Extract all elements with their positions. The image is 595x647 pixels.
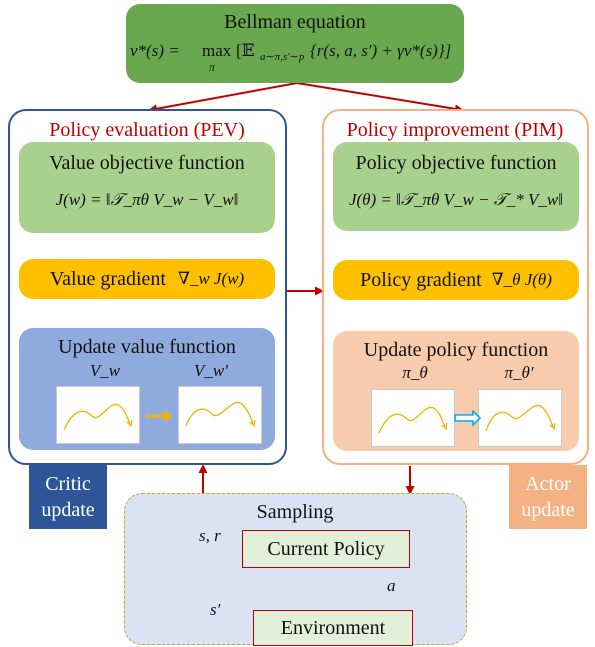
pev-gradient-box: Value gradient ∇_w J(w) — [19, 259, 275, 299]
pev-objective-formula: J(w) = ‖𝒯_πθ V_w − V_w‖ — [55, 190, 239, 209]
sampling-label-a: a — [387, 576, 396, 595]
pim-update-arrow-icon — [454, 410, 481, 426]
pim-panel: Policy improvement (PIM) Policy objectiv… — [322, 109, 589, 465]
bellman-box: Bellman equation v*(s) = max π [𝔼 a∼π,s′… — [126, 4, 464, 83]
pev-objective-title: Value objective function — [49, 151, 245, 174]
bellman-formula: v*(s) = max π [𝔼 a∼π,s′∼p {r(s, a, s′) +… — [126, 36, 464, 78]
bellman-title: Bellman equation — [224, 10, 366, 33]
bellman-lhs: v*(s) = — [130, 41, 180, 60]
pim-curve-plot-before — [371, 389, 455, 447]
pev-title: Policy evaluation (PEV) — [49, 118, 245, 141]
pim-gradient-label: Policy gradient — [360, 268, 482, 291]
bellman-rhs-tail: {r(s, a, s′) + γv*(s)}] — [310, 41, 452, 60]
sampling-label-sr: s, r — [199, 526, 221, 545]
pev-update-from: V_w — [89, 361, 121, 380]
pim-update-from: π_θ — [402, 363, 428, 382]
pim-gradient-box: Policy gradient ∇_θ J(θ) — [333, 260, 579, 300]
pev-update-title: Update value function — [58, 335, 236, 358]
pim-curve-plot-after — [478, 389, 562, 447]
current-policy-box: Current Policy — [242, 530, 410, 568]
bellman-max-sub: π — [209, 60, 216, 74]
pim-gradient-formula: ∇_θ J(θ) — [491, 270, 552, 289]
arrow-bellman-to-pev — [148, 82, 298, 114]
pev-gradient-formula: ∇_w J(w) — [177, 269, 245, 288]
pim-update-box: Update policy function π_θ π_θ′ — [333, 331, 579, 451]
pim-update-title: Update policy function — [363, 338, 549, 361]
pim-objective-box: Policy objective function J(θ) = ‖𝒯_πθ V… — [333, 142, 579, 231]
pev-update-box: Update value function V_w V_w′ — [19, 328, 275, 450]
pev-panel: Policy evaluation (PEV) Value objective … — [8, 109, 287, 465]
pev-update-to: V_w′ — [194, 361, 228, 380]
actor-update-badge: Actor update — [509, 465, 587, 529]
pim-title: Policy improvement (PIM) — [346, 118, 564, 141]
actor-badge-line2: update — [521, 499, 575, 521]
critic-update-badge: Critic update — [29, 465, 107, 529]
bellman-rhs: [𝔼 — [236, 41, 255, 60]
critic-badge-line2: update — [41, 499, 95, 521]
pev-update-arrow-icon — [146, 410, 172, 422]
environment-label: Environment — [280, 616, 386, 639]
pev-curve-plot-before — [56, 386, 140, 444]
bellman-rhs-sub: a∼π,s′∼p — [260, 51, 305, 63]
pim-update-to: π_θ′ — [504, 363, 534, 382]
sampling-title: Sampling — [256, 500, 334, 523]
pev-gradient-label: Value gradient — [49, 267, 166, 290]
bellman-max: max — [202, 41, 232, 60]
pev-gradient: Value gradient ∇_w J(w) — [19, 259, 275, 299]
actor-badge-line1: Actor — [525, 473, 571, 495]
pim-objective-formula: J(θ) = ‖𝒯_πθ V_w − 𝒯_* V_w‖ — [348, 190, 564, 209]
critic-badge-line1: Critic — [45, 473, 91, 495]
pim-gradient: Policy gradient ∇_θ J(θ) — [333, 260, 579, 300]
pev-objective-box: Value objective function J(w) = ‖𝒯_πθ V_… — [19, 142, 275, 233]
current-policy-label: Current Policy — [267, 537, 385, 560]
pev-curve-plot-after — [178, 386, 262, 444]
pim-objective-title: Policy objective function — [355, 151, 557, 174]
environment-box: Environment — [253, 610, 413, 646]
arrow-bellman-to-pim — [296, 82, 464, 114]
sampling-label-s: s′ — [210, 600, 221, 619]
